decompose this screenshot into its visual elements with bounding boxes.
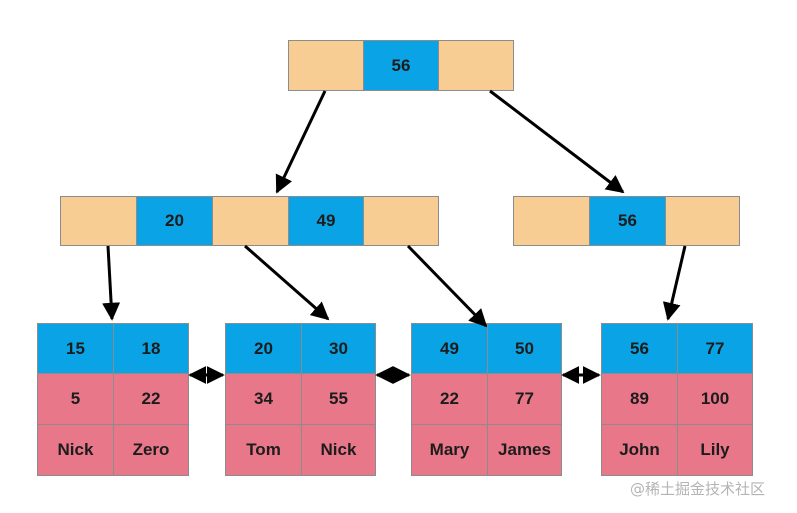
arrow-root-to-internal-left: [275, 90, 327, 194]
leaf-4-value-2: 100: [677, 373, 753, 425]
leaf-2-key-2: 30: [301, 323, 376, 374]
leaf-3-name-2: James: [487, 424, 562, 476]
leaf-4-name-1: John: [601, 424, 678, 476]
leaf-2-name-2: Nick: [301, 424, 376, 476]
arrow-internal-left-to-leaf-1: [102, 245, 121, 321]
leaf-2-key-1: 20: [225, 323, 302, 374]
internal-left-pointer-slot-2: [212, 196, 289, 246]
watermark: @稀土掘金技术社区: [630, 480, 766, 498]
arrow-internal-right-to-leaf-4: [662, 245, 687, 321]
root-key: 56: [363, 40, 439, 91]
internal-left-key-2: 49: [288, 196, 364, 246]
arrow-root-to-internal-right: [489, 89, 625, 194]
leaf-2-name-1: Tom: [225, 424, 302, 476]
internal-left-key-1: 20: [136, 196, 213, 246]
leaf-1-key-1: 15: [37, 323, 114, 374]
leaf-4-value-1: 89: [601, 373, 678, 425]
leaf-1-name-2: Zero: [113, 424, 189, 476]
leaf-4-name-2: Lily: [677, 424, 753, 476]
leaf-1-name-1: Nick: [37, 424, 114, 476]
leaf-3-value-2: 77: [487, 373, 562, 425]
root-pointer-slot-left: [288, 40, 364, 91]
internal-left-pointer-slot-3: [363, 196, 439, 246]
internal-right-key: 56: [589, 196, 666, 246]
internal-right-pointer-slot-2: [665, 196, 740, 246]
root-pointer-slot-right: [438, 40, 514, 91]
arrow-internal-left-to-leaf-3: [406, 244, 488, 328]
leaf-1-value-2: 22: [113, 373, 189, 425]
leaf-3-key-1: 49: [411, 323, 488, 374]
internal-right-pointer-slot-1: [513, 196, 590, 246]
arrow-internal-left-to-leaf-2: [244, 244, 330, 321]
